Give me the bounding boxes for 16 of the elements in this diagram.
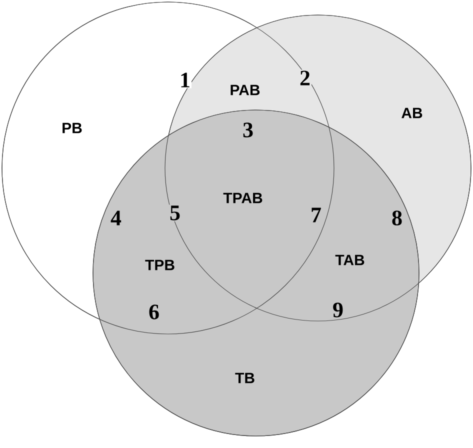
region-label: TPB bbox=[144, 258, 176, 272]
region-label: TAB bbox=[334, 254, 366, 266]
region-number: 7 bbox=[310, 206, 322, 224]
region-label: PB bbox=[60, 122, 84, 134]
region-number: 8 bbox=[390, 210, 404, 226]
region-number: 5 bbox=[168, 204, 182, 222]
region-number: 1 bbox=[178, 72, 192, 88]
region-number: 2 bbox=[298, 70, 312, 86]
region-number: 9 bbox=[332, 302, 344, 318]
region-number: 3 bbox=[242, 122, 254, 138]
region-number: 6 bbox=[148, 304, 160, 320]
region-label: TB bbox=[234, 372, 256, 384]
region-number: 4 bbox=[110, 210, 122, 226]
region-label: AB bbox=[400, 106, 424, 120]
region-label: PAB bbox=[228, 84, 262, 96]
region-label: TPAB bbox=[222, 192, 264, 204]
